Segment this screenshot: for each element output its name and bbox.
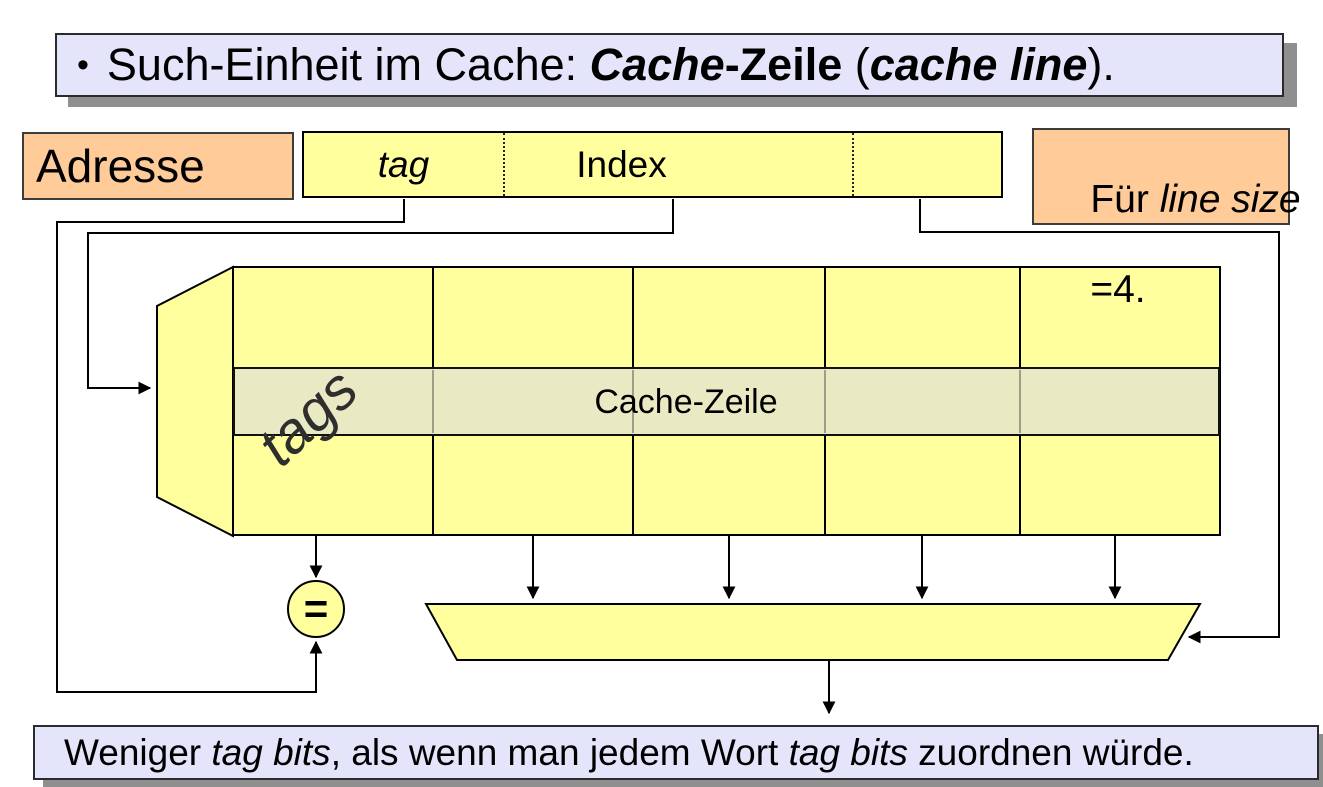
footer-text-tail: zuordnen würde. [907,731,1194,773]
equals-comparator [287,580,345,638]
footer-text-tagbits-1: tag bits [211,731,331,773]
note-text-lead: Für [1090,178,1160,221]
cache-line-row-highlight [233,367,1220,436]
address-field-index-section: Index [505,133,854,196]
title-text-cache: Cache [589,39,725,90]
cache-line-label: Cache-Zeile [594,383,777,421]
cache-line-row-dividers [432,370,1021,433]
title-text-paren-open: ( [842,39,870,90]
title-banner: • Such-Einheit im Cache: Cache -Zeile ( … [55,33,1284,97]
note-text-line-size: line size [1159,178,1301,221]
title-text-lead: Such-Einheit im Cache: [106,39,590,90]
address-bitfield: tag Index [302,131,1003,198]
footer-text-tagbits-2: tag bits [788,731,908,773]
index-select-line [87,199,674,395]
footer-text-mid: , als wenn man jedem Wort [330,731,789,773]
note-text-value: =4. [1090,268,1146,311]
offset-select-line [919,199,1280,644]
address-field-tag-section: tag [304,133,505,196]
tag-label: tag [377,143,430,185]
footer-text-lead: Weniger [64,731,212,773]
footer-banner: Weniger tag bits , als wenn man jedem Wo… [33,725,1319,780]
tag-feedback-line [56,199,405,693]
title-text-tail: ). [1087,39,1115,90]
bullet-icon: • [77,45,89,84]
title-text-cache-line: cache line [869,39,1088,90]
line-size-note-box: Für line size =4. [1032,128,1301,311]
address-field-offset-section [854,133,1001,196]
tags-pentagon [156,265,234,538]
adresse-label: Adresse [36,140,205,192]
equals-symbol: = [304,585,329,632]
index-label: Index [576,143,667,185]
title-text-zeile: -Zeile [724,39,843,90]
mux-trapezoid [424,603,1202,661]
adresse-box: Adresse [22,132,294,200]
